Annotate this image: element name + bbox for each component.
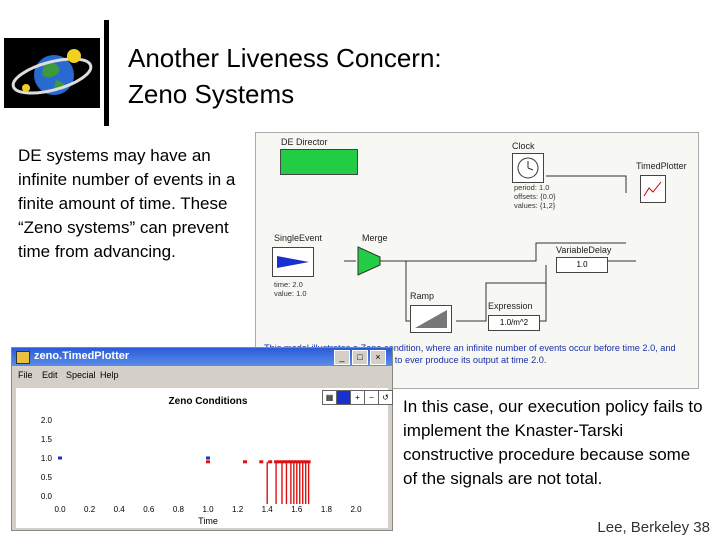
data-point [243,460,247,464]
ramp-label: Ramp [410,291,435,301]
director-label: DE Director [281,137,328,147]
menu-help[interactable]: Help [100,370,119,380]
x-tick-label: 1.4 [262,505,274,514]
grid-icon[interactable]: ▦ [322,390,337,405]
y-tick-label: 0.5 [41,473,53,482]
zoom-out-icon[interactable]: − [364,390,379,405]
clock-param-period: period: 1.0 [514,183,550,192]
data-point [274,460,279,464]
y-tick-label: 0.0 [41,492,53,501]
data-point [268,460,273,464]
data-point [282,460,287,464]
title-line-2: Zeno Systems [128,79,295,109]
merge-icon[interactable] [356,245,382,277]
x-tick-label: 0.2 [84,505,96,514]
event-icon [277,256,309,268]
data-point [288,460,293,464]
x-tick-label: 0.6 [143,505,155,514]
x-tick-label: 1.6 [291,505,303,514]
singleevent-param-value: value: 1.0 [274,289,307,298]
clock-block[interactable] [512,153,544,183]
x-tick-label: 0.8 [173,505,185,514]
y-tick-label: 2.0 [41,416,53,425]
data-point [297,460,302,464]
x-tick-label: 1.0 [202,505,214,514]
data-point [306,460,311,464]
x-tick-label: 0.0 [54,505,66,514]
data-point [277,460,282,464]
clock-param-offsets: offsets: {0.0} [514,192,556,201]
fill-icon[interactable] [336,390,351,405]
window-title: zeno.TimedPlotter [34,350,130,362]
x-tick-label: 1.8 [321,505,333,514]
x-tick-label: 1.2 [232,505,244,514]
clock-param-values: values: {1,2} [514,201,556,210]
explanation-text: In this case, our execution policy fails… [403,397,703,488]
clock-label: Clock [512,141,535,151]
slide-title: Another Liveness Concern: Zeno Systems [128,40,442,112]
chart-title: Zeno Conditions [169,396,248,407]
data-point [294,460,299,464]
app-icon [16,351,30,364]
maximize-icon[interactable]: □ [352,350,368,365]
zoom-in-icon[interactable]: + [350,390,365,405]
expression-block[interactable]: 1.0/m^2 [488,315,540,331]
data-point [291,460,296,464]
data-point [58,456,62,460]
menu-special[interactable]: Special [66,370,96,380]
y-tick-label: 1.5 [41,435,53,444]
director-block[interactable] [280,149,358,175]
clock-params: period: 1.0 offsets: {0.0} values: {1,2} [514,183,556,210]
ramp-block[interactable] [410,305,452,333]
y-tick-label: 1.0 [41,454,53,463]
menu-bar: File Edit Special Help [12,367,392,383]
plot-icon [643,181,662,197]
x-tick-label: 0.4 [114,505,126,514]
title-line-1: Another Liveness Concern: [128,43,442,73]
data-point [285,460,290,464]
data-point [303,460,308,464]
slide-credit: Lee, Berkeley 38 [597,519,710,536]
variabledelay-block[interactable]: 1.0 [556,257,608,273]
singleevent-label: SingleEvent [274,233,323,243]
model-description: This model illustrates a Zeno condition,… [264,343,676,365]
clock-icon [517,157,539,179]
ramp-icon [415,310,447,328]
merge-label: Merge [362,233,388,243]
data-point [206,460,210,464]
title-divider [104,20,109,126]
variabledelay-label: VariableDelay [556,245,612,255]
minimize-icon[interactable]: _ [334,350,350,365]
model-diagram: DE Director Clock period: 1.0 offsets: {… [255,132,699,389]
close-icon[interactable]: × [370,350,386,365]
singleevent-params: time: 2.0 value: 1.0 [274,280,307,298]
data-point [280,460,284,464]
ptolemy-logo [4,38,100,108]
window-titlebar[interactable]: zeno.TimedPlotter _ □ × [12,348,392,366]
data-point [259,460,264,464]
plotter-block[interactable] [640,175,666,203]
menu-edit[interactable]: Edit [42,370,58,380]
plotter-window: zeno.TimedPlotter _ □ × File Edit Specia… [11,347,393,531]
menu-file[interactable]: File [18,370,33,380]
singleevent-block[interactable] [272,247,314,277]
singleevent-param-time: time: 2.0 [274,280,303,289]
plotter-label: TimedPlotter [636,161,687,171]
data-point [300,460,305,464]
reset-icon[interactable]: ↺ [378,390,393,405]
data-point [206,456,210,460]
intro-text: DE systems may have an infinite number o… [18,146,236,261]
x-axis-label: Time [198,516,218,526]
expression-label: Expression [488,301,533,311]
x-tick-label: 2.0 [350,505,362,514]
